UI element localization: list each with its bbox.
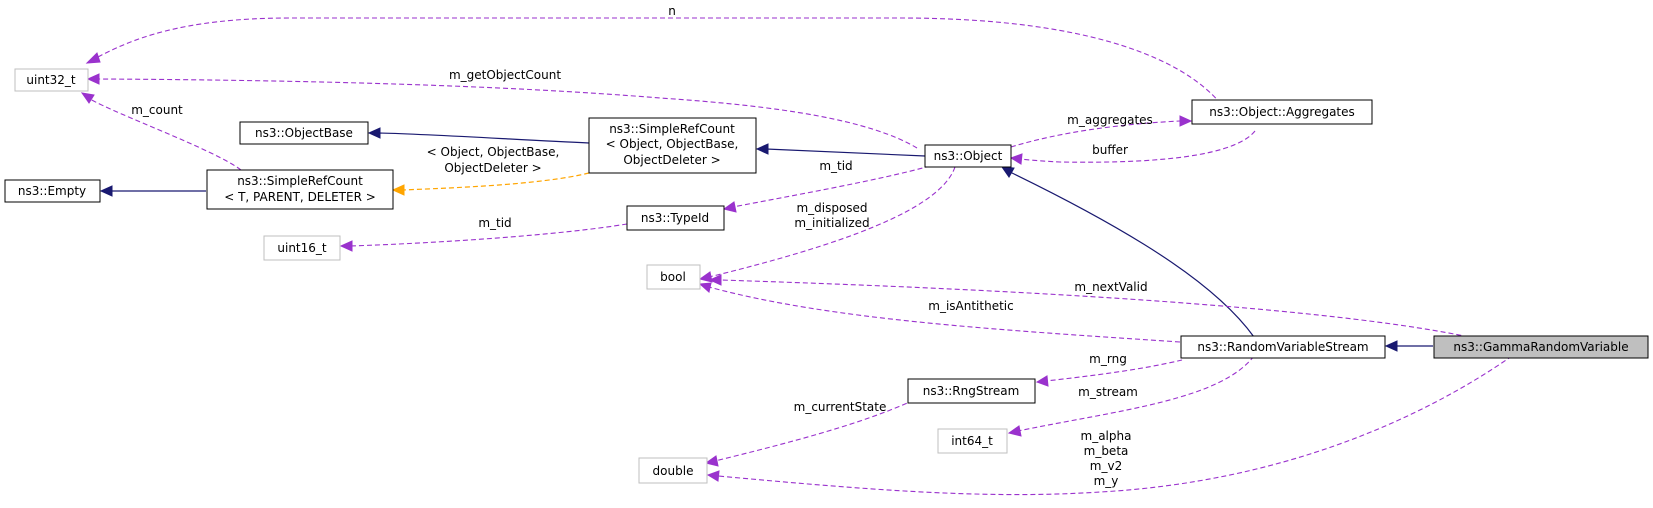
edge-m-getobjectcount: m_getObjectCount [86, 68, 918, 149]
edge-label-template-args-1: < Object, ObjectBase, [427, 145, 560, 159]
node-simplerefcount-object-line1: ns3::SimpleRefCount [609, 122, 735, 136]
node-typeid[interactable]: ns3::TypeId [626, 205, 725, 231]
node-gammarandomvariable[interactable]: ns3::GammaRandomVariable [1433, 335, 1649, 359]
edge-label-m-beta: m_beta [1084, 444, 1129, 458]
node-rngstream[interactable]: ns3::RngStream [907, 378, 1036, 404]
node-simplerefcount-generic-line1: ns3::SimpleRefCount [237, 174, 363, 188]
edge-label-m-tid-object: m_tid [819, 159, 852, 173]
node-double-label: double [653, 464, 694, 478]
edge-label-m-tid-typeid: m_tid [478, 216, 511, 230]
edge-label-m-count: m_count [131, 103, 183, 117]
edge-inherit-empty [99, 185, 206, 197]
edge-m-currentstate: m_currentState [704, 399, 915, 467]
edge-buffer: buffer [1009, 130, 1256, 165]
node-gammarandomvariable-label: ns3::GammaRandomVariable [1453, 340, 1628, 354]
edge-inherit-objectbase [367, 127, 590, 144]
node-bool-label: bool [660, 270, 686, 284]
edge-n: n [85, 4, 1222, 105]
edge-label-m-y: m_y [1094, 474, 1119, 488]
node-simplerefcount-generic[interactable]: ns3::SimpleRefCount < T, PARENT, DELETER… [206, 169, 394, 210]
edge-label-m-rng: m_rng [1089, 352, 1127, 366]
edge-label-m-alpha: m_alpha [1081, 429, 1132, 443]
edge-label-m-initialized: m_initialized [794, 216, 869, 230]
edge-label-m-disposed: m_disposed [796, 201, 867, 215]
edge-m-tid-object: m_tid [722, 159, 931, 213]
edge-gamma-doubles: m_alpha m_beta m_v2 m_y [706, 355, 1513, 496]
edge-m-count: m_count [80, 92, 242, 171]
edge-label-template-args-2: ObjectDeleter > [444, 161, 541, 175]
node-uint32-t[interactable]: uint32_t [14, 68, 89, 92]
edge-label-m-getobjectcount: m_getObjectCount [449, 68, 561, 82]
edge-m-tid-typeid: m_tid [339, 216, 628, 252]
edge-m-disposed-initialized: m_disposed m_initialized [698, 166, 956, 283]
edge-inherit-randomvariablestream [1384, 340, 1433, 352]
node-int64-t[interactable]: int64_t [937, 428, 1008, 454]
edge-label-m-nextvalid: m_nextValid [1074, 280, 1147, 294]
edge-m-aggregates: m_aggregates [1010, 113, 1193, 148]
node-uint32-t-label: uint32_t [26, 73, 76, 87]
node-rngstream-label: ns3::RngStream [923, 384, 1020, 398]
edge-m-isantithetic: m_isAntithetic [698, 282, 1181, 343]
edge-label-m-v2: m_v2 [1090, 459, 1122, 473]
edge-label-m-currentstate: m_currentState [794, 400, 887, 414]
edge-template-instance: < Object, ObjectBase, ObjectDeleter > [391, 145, 590, 196]
edge-label-buffer: buffer [1092, 143, 1128, 157]
edge-inherit-simplerefcount-object [755, 143, 926, 157]
edge-label-n: n [668, 4, 676, 18]
node-typeid-label: ns3::TypeId [641, 211, 709, 225]
node-uint16-t[interactable]: uint16_t [263, 235, 341, 261]
node-objectbase-label: ns3::ObjectBase [255, 126, 353, 140]
node-empty-label: ns3::Empty [18, 184, 86, 198]
edge-m-nextvalid: m_nextValid [708, 274, 1470, 338]
edge-m-rng: m_rng [1035, 352, 1183, 387]
node-object-label: ns3::Object [934, 149, 1003, 163]
node-object-aggregates[interactable]: ns3::Object::Aggregates [1191, 99, 1373, 125]
edge-label-m-isantithetic: m_isAntithetic [928, 299, 1013, 313]
edge-m-stream: m_stream [1007, 355, 1255, 437]
node-object[interactable]: ns3::Object [924, 144, 1012, 168]
edge-label-m-stream: m_stream [1078, 385, 1138, 399]
node-uint16-t-label: uint16_t [277, 241, 327, 255]
node-simplerefcount-object-line3: ObjectDeleter > [623, 153, 720, 167]
node-empty[interactable]: ns3::Empty [4, 179, 101, 203]
node-objectbase[interactable]: ns3::ObjectBase [239, 121, 369, 145]
edge-inherit-object [1000, 166, 1255, 338]
node-randomvariablestream-label: ns3::RandomVariableStream [1197, 340, 1368, 354]
edge-label-m-aggregates: m_aggregates [1067, 113, 1153, 127]
node-simplerefcount-generic-line2: < T, PARENT, DELETER > [224, 190, 376, 204]
node-simplerefcount-object-line2: < Object, ObjectBase, [606, 137, 739, 151]
node-double[interactable]: double [638, 457, 708, 484]
node-simplerefcount-object[interactable]: ns3::SimpleRefCount < Object, ObjectBase… [588, 117, 757, 174]
node-randomvariablestream[interactable]: ns3::RandomVariableStream [1180, 335, 1386, 359]
node-object-aggregates-label: ns3::Object::Aggregates [1209, 105, 1355, 119]
node-bool[interactable]: bool [646, 264, 701, 290]
node-int64-t-label: int64_t [951, 434, 993, 448]
